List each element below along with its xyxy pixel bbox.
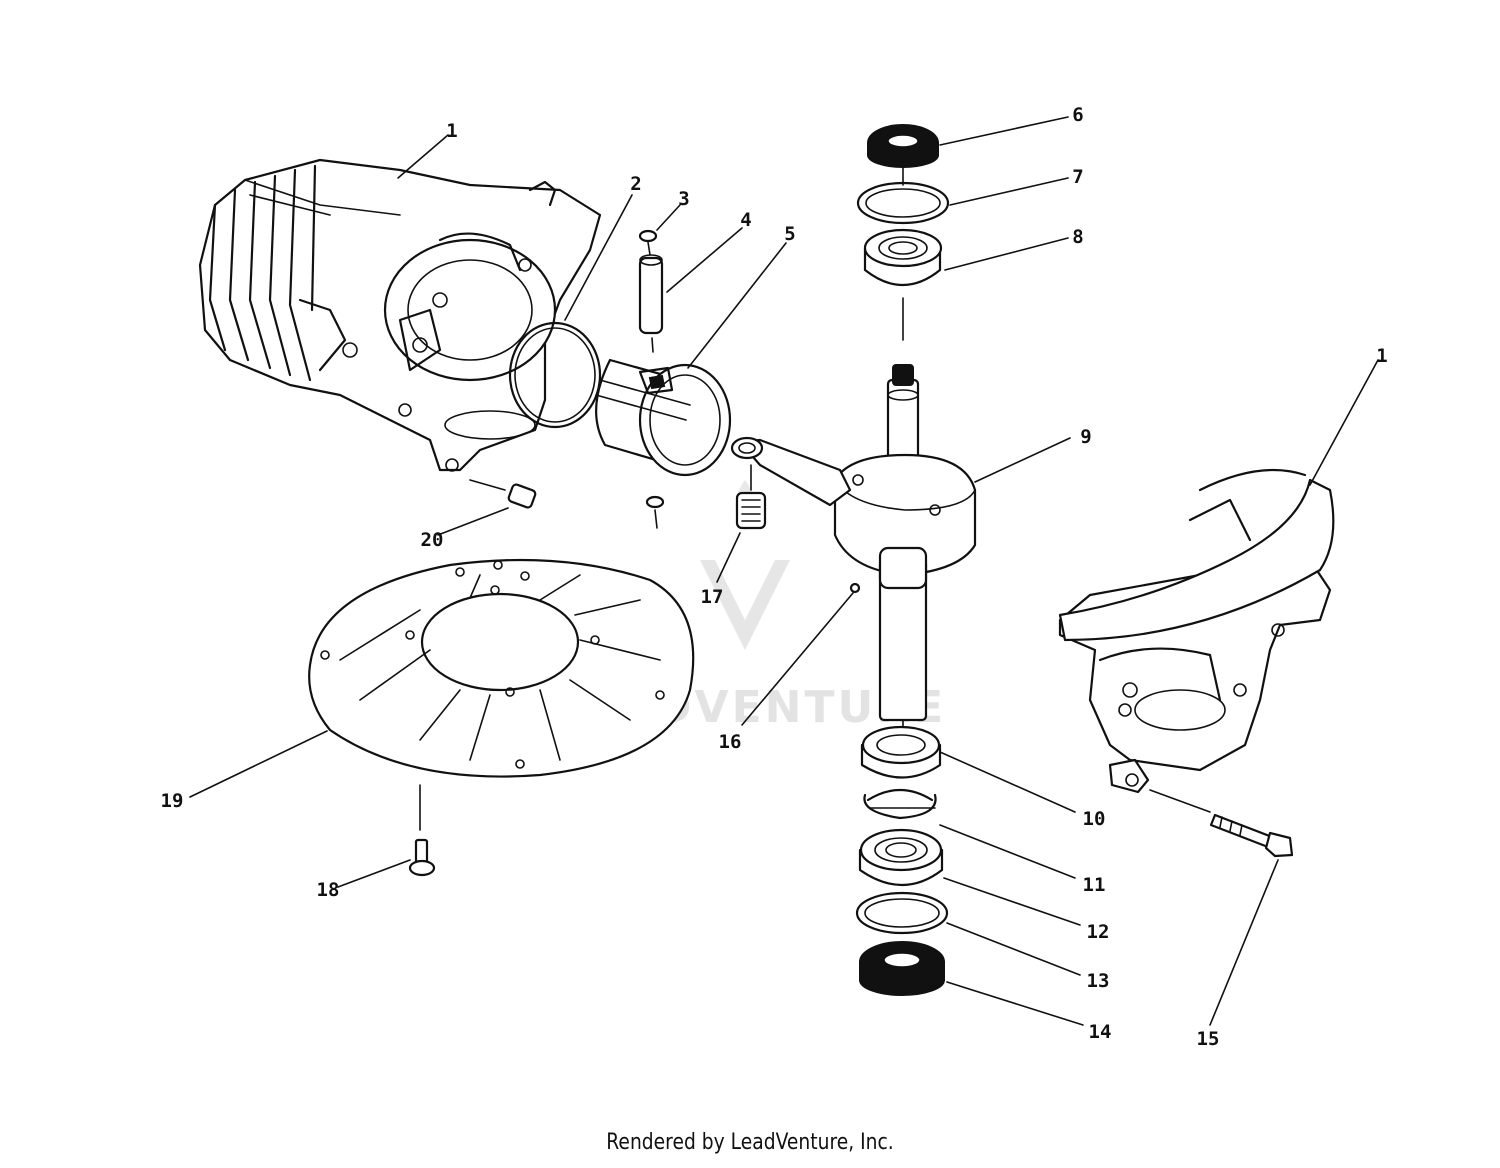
- leader-lines: [189, 116, 1379, 1026]
- callout-7: 7: [1072, 166, 1083, 188]
- spring-washer: [863, 789, 937, 820]
- lower-oil-seal: [859, 941, 945, 996]
- callout-6: 6: [1072, 104, 1083, 126]
- gasket-screw: [408, 838, 436, 877]
- callout-4: 4: [740, 209, 751, 231]
- callout-15: 15: [1197, 1028, 1220, 1050]
- crankcase-half: [1058, 468, 1335, 813]
- watermark-logo: [700, 560, 790, 650]
- upper-oil-seal: [867, 124, 939, 168]
- callout-3: 3: [678, 188, 689, 210]
- callout-18: 18: [317, 879, 340, 901]
- callout-12: 12: [1087, 921, 1110, 943]
- cylinder-block: [198, 158, 602, 472]
- piston: [595, 358, 732, 477]
- callout-5: 5: [784, 223, 795, 245]
- crankcase-bolt: [1209, 813, 1294, 858]
- piston-ring: [508, 321, 602, 429]
- callout-labels: 1 2 3 4 5 6 7 8 9 1 10 11 12 13 14 15 16…: [161, 104, 1388, 1050]
- credit-text: Rendered by LeadVenture, Inc.: [606, 1130, 894, 1155]
- callout-11: 11: [1083, 874, 1106, 896]
- callout-8: 8: [1072, 226, 1083, 248]
- wrist-pin: [638, 254, 664, 353]
- callout-1-cylinder: 1: [446, 120, 457, 142]
- crankshaft: [730, 364, 977, 741]
- lower-bearing-race: [860, 725, 942, 779]
- upper-shim-ring: [856, 159, 950, 225]
- callout-1-crankcase: 1: [1376, 345, 1387, 367]
- callout-13: 13: [1087, 970, 1110, 992]
- gasket-plate: [308, 558, 695, 831]
- callout-2: 2: [630, 173, 641, 195]
- callout-14: 14: [1089, 1021, 1112, 1043]
- crankshaft-key: [849, 582, 861, 594]
- callout-16: 16: [719, 731, 742, 753]
- callout-19: 19: [161, 790, 184, 812]
- callout-17: 17: [701, 586, 724, 608]
- dowel-pin: [469, 479, 537, 509]
- lower-bearing: [858, 828, 944, 887]
- lower-shim-ring: [855, 891, 949, 935]
- callout-9: 9: [1080, 426, 1091, 448]
- callout-20: 20: [421, 529, 444, 551]
- upper-bearing: [863, 228, 943, 341]
- wrist-pin-retainer: [638, 229, 665, 529]
- callout-10: 10: [1083, 808, 1106, 830]
- needle-bearing: [735, 464, 767, 530]
